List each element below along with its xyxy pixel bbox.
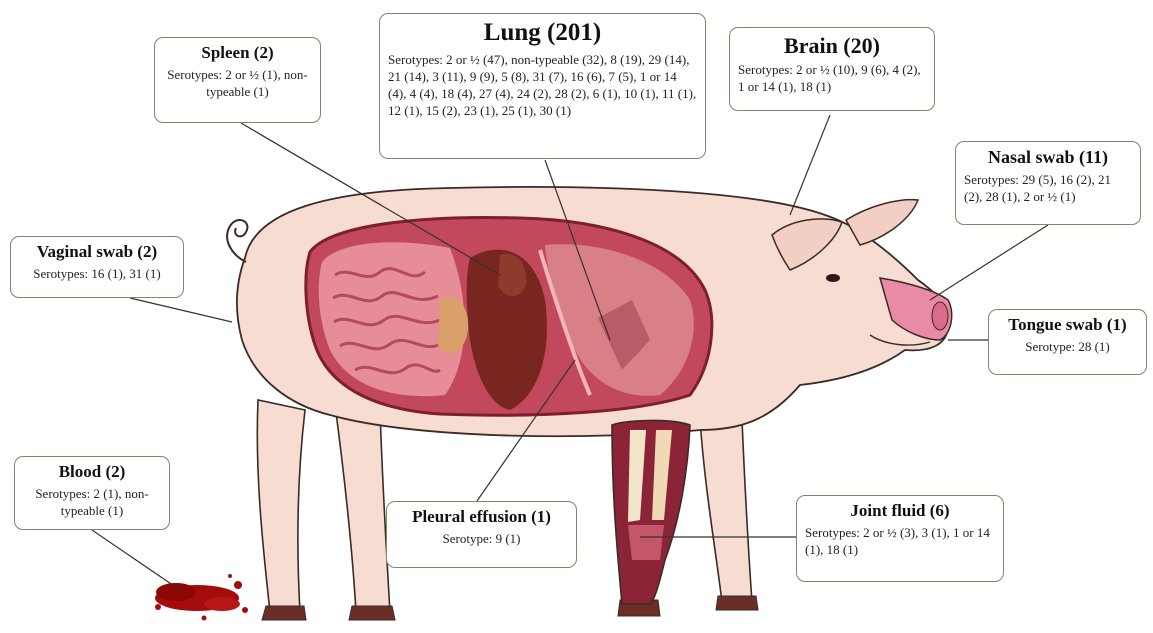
- nasal-swab-title: Nasal swab (11): [964, 147, 1132, 168]
- spleen-sample-box: Spleen (2) Serotypes: 2 or ½ (1), non-ty…: [154, 37, 321, 123]
- tongue-swab-sample-box: Tongue swab (1) Serotype: 28 (1): [988, 309, 1147, 375]
- lung-sample-box: Lung (201) Serotypes: 2 or ½ (47), non-t…: [379, 13, 706, 159]
- tongue-swab-title: Tongue swab (1): [997, 315, 1138, 335]
- joint-fluid-serotypes: Serotypes: 2 or ½ (3), 3 (1), 1 or 14 (1…: [805, 524, 995, 558]
- pleural-effusion-title: Pleural effusion (1): [395, 507, 568, 527]
- brain-sample-box: Brain (20) Serotypes: 2 or ½ (10), 9 (6)…: [729, 27, 935, 111]
- tongue-swab-serotypes: Serotype: 28 (1): [997, 338, 1138, 355]
- blood-serotypes: Serotypes: 2 (1), non-typeable (1): [23, 485, 161, 519]
- nasal-swab-sample-box: Nasal swab (11) Serotypes: 29 (5), 16 (2…: [955, 141, 1141, 225]
- nasal-swab-serotypes: Serotypes: 29 (5), 16 (2), 21 (2), 28 (1…: [964, 171, 1132, 205]
- lung-serotypes: Serotypes: 2 or ½ (47), non-typeable (32…: [388, 51, 697, 119]
- vaginal-swab-sample-box: Vaginal swab (2) Serotypes: 16 (1), 31 (…: [10, 236, 184, 298]
- brain-serotypes: Serotypes: 2 or ½ (10), 9 (6), 4 (2), 1 …: [738, 61, 926, 95]
- vaginal-swab-serotypes: Serotypes: 16 (1), 31 (1): [19, 265, 175, 282]
- body-cavity: [306, 217, 712, 415]
- blood-sample-box: Blood (2) Serotypes: 2 (1), non-typeable…: [14, 456, 170, 530]
- lung-title: Lung (201): [388, 19, 697, 48]
- pig-tail: [227, 220, 247, 262]
- spleen-title: Spleen (2): [163, 43, 312, 63]
- spleen-serotypes: Serotypes: 2 or ½ (1), non-typeable (1): [163, 66, 312, 100]
- pleural-effusion-serotypes: Serotype: 9 (1): [395, 530, 568, 547]
- blood-splatter: [155, 574, 248, 621]
- pig-eye: [826, 274, 840, 282]
- pleural-effusion-sample-box: Pleural effusion (1) Serotype: 9 (1): [386, 501, 577, 568]
- joint-fluid-title: Joint fluid (6): [805, 501, 995, 521]
- brain-title: Brain (20): [738, 33, 926, 58]
- pig-hooves: [262, 596, 758, 620]
- blood-title: Blood (2): [23, 462, 161, 482]
- front-leg-joint: [612, 420, 690, 604]
- vaginal-swab-title: Vaginal swab (2): [19, 242, 175, 262]
- joint-fluid-sample-box: Joint fluid (6) Serotypes: 2 or ½ (3), 3…: [796, 495, 1004, 582]
